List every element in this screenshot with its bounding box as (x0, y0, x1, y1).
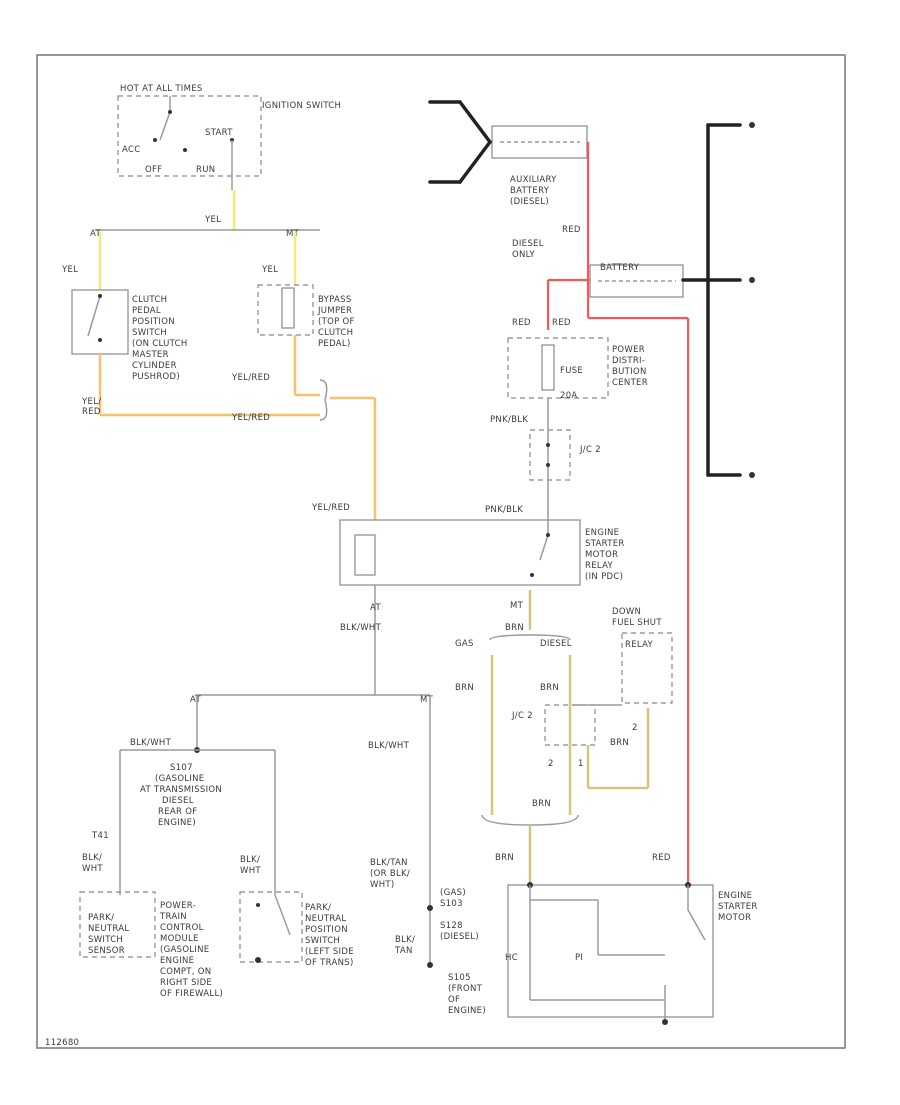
red-3-label: RED (552, 318, 571, 328)
start-label: START (205, 128, 233, 138)
pnk-blk-1-label: PNK/BLK (490, 415, 528, 425)
jc2-bottom-label: J/C 2 (511, 711, 533, 721)
yel-mid-label: YEL (261, 265, 278, 275)
brn-a-label: BRN (540, 683, 559, 693)
yel-top-label: YEL (204, 215, 221, 225)
svg-text:RELAY: RELAY (625, 640, 654, 650)
red-2-label: RED (512, 318, 531, 328)
red-1-label: RED (562, 225, 581, 235)
pn-position-switch-box (239, 891, 303, 963)
bypass-jumper-box (257, 284, 314, 336)
svg-text:2: 2 (632, 723, 638, 733)
blk-wht-t41-label: BLK/WHT (82, 853, 103, 874)
starter-motor-box (507, 884, 714, 1018)
diagram-frame (36, 54, 846, 1049)
svg-text:MT: MT (286, 229, 300, 239)
pn-switch-sensor-box (79, 891, 156, 958)
blk-wht-right-label: BLK/WHT (368, 741, 410, 751)
fuse (541, 344, 555, 391)
yelred-left-label: YEL/RED (81, 397, 101, 417)
mt-label: MT (510, 601, 524, 611)
ign-hot-label: HOT AT ALL TIMES (120, 84, 203, 94)
ignition-switch (117, 95, 262, 190)
svg-text:2: 2 (548, 759, 554, 769)
mt-branch-label: MT (420, 695, 434, 705)
acc-label: ACC (122, 145, 140, 155)
red-starter-label: RED (652, 853, 671, 863)
ign-switch-label: IGNITION SWITCH (262, 101, 341, 111)
relay-coil (354, 534, 376, 576)
jc2-top-box (529, 429, 571, 481)
pi-label: PI (575, 953, 583, 963)
pdc-box (507, 337, 609, 399)
yelred-2-label: YEL/RED (311, 503, 350, 513)
diesel-label: DIESEL (540, 639, 572, 649)
blk-tan-2-label: BLK/TAN (394, 935, 415, 956)
pnk-blk-2-label: PNK/BLK (485, 505, 523, 515)
diagram-code: 112680 (45, 1038, 79, 1048)
starter-relay-box (339, 519, 581, 586)
s103-label: (GAS)S103 (440, 888, 466, 909)
fuse-label: FUSE (560, 366, 583, 376)
jc2-top-label: J/C 2 (579, 445, 601, 455)
brn-c-label: BRN (532, 799, 551, 809)
s128-label: S128(DIESEL) (440, 921, 479, 942)
at-branch-label: AT (190, 695, 201, 705)
yelred-3-label: YEL/RED (231, 413, 270, 423)
battery (589, 122, 755, 478)
blk-wht-left-label: BLK/WHT (130, 738, 172, 748)
blk-wht-relay-label: BLK/WHT (340, 623, 382, 633)
yel-left-label: YEL (61, 265, 78, 275)
gas-label: GAS (455, 639, 474, 649)
off-label: OFF (145, 165, 162, 175)
hc-label: HC (505, 953, 518, 963)
brn-top-label: BRN (505, 623, 524, 633)
brn-b-label: BRN (610, 738, 629, 748)
yelred-1-label: YEL/RED (231, 373, 270, 383)
fuel-shutdown-label: FUEL SHUTDOWN (612, 607, 662, 628)
at-label: AT (370, 603, 381, 613)
fuel-shutdown-relay-box (621, 632, 673, 704)
brn-left-label: BRN (455, 683, 474, 693)
svg-text:AT: AT (90, 229, 101, 239)
blk-wht-mid-label: BLK/WHT (240, 855, 261, 876)
fuse-amp-label: 20A (560, 391, 578, 401)
brn-d-label: BRN (495, 853, 514, 863)
blk-tan-label: BLK/TAN(OR BLK/WHT) (370, 858, 410, 890)
run-label: RUN (196, 165, 215, 175)
svg-text:1: 1 (578, 759, 584, 769)
battery-label: BATTERY (600, 263, 640, 273)
t41-label: T41 (91, 831, 109, 841)
